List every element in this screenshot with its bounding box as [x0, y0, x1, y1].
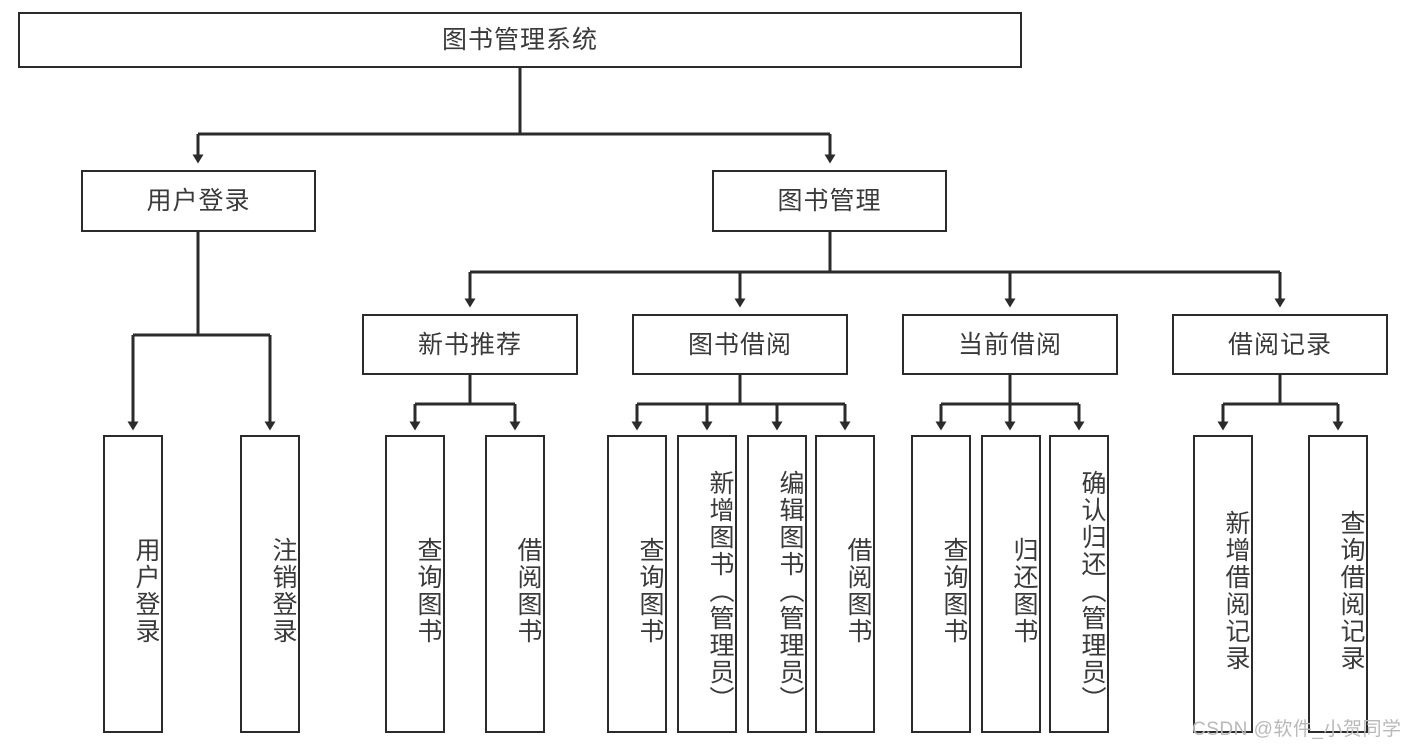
node-label: 用户登录 [146, 187, 251, 215]
node-label: 新书推荐 [417, 330, 522, 359]
node-label: 借阅图书 [514, 537, 542, 645]
node-label: 查询借阅记录 [1337, 510, 1365, 672]
node-label: 借阅图书 [844, 537, 872, 645]
node-label: 新增借阅记录 [1222, 510, 1250, 672]
node-label: 注销登录 [269, 537, 297, 645]
csdn-watermark: CSDN @软件_小贺同学 [1192, 719, 1402, 740]
node-root-book-management-system[interactable]: 图书管理系统 [18, 12, 1022, 68]
node-label: 当前借阅 [957, 330, 1062, 359]
node-label: 新增图书（管理员） [706, 469, 734, 713]
node-label: 编辑图书（管理员） [776, 469, 804, 713]
node-label: 图书借阅 [687, 330, 792, 359]
node-label: 查询图书 [940, 537, 968, 645]
leaf-borrow-record-query[interactable]: 查询借阅记录 [1308, 435, 1368, 733]
leaf-user-login-signout[interactable]: 注销登录 [240, 435, 300, 733]
node-label: 查询图书 [636, 537, 664, 645]
node-label: 查询图书 [414, 537, 442, 645]
leaf-new-book-borrow[interactable]: 借阅图书 [485, 435, 545, 733]
node-user-login[interactable]: 用户登录 [81, 170, 316, 232]
leaf-book-borrow-query[interactable]: 查询图书 [607, 435, 667, 733]
node-borrow-record[interactable]: 借阅记录 [1172, 314, 1388, 375]
leaf-current-borrow-query[interactable]: 查询图书 [911, 435, 971, 733]
node-book-borrow[interactable]: 图书借阅 [632, 314, 848, 375]
leaf-user-login-signin[interactable]: 用户登录 [103, 435, 163, 733]
leaf-new-book-query[interactable]: 查询图书 [385, 435, 445, 733]
node-label: 图书管理系统 [441, 26, 598, 54]
node-new-book-recommend[interactable]: 新书推荐 [362, 314, 578, 375]
node-label: 确认归还（管理员） [1078, 469, 1106, 713]
node-label: 借阅记录 [1227, 330, 1332, 359]
leaf-current-borrow-return[interactable]: 归还图书 [981, 435, 1041, 733]
leaf-book-borrow-edit-admin[interactable]: 编辑图书（管理员） [747, 435, 807, 733]
leaf-book-borrow-add-admin[interactable]: 新增图书（管理员） [677, 435, 737, 733]
node-label: 归还图书 [1010, 537, 1038, 645]
leaf-book-borrow-borrow[interactable]: 借阅图书 [815, 435, 875, 733]
node-label: 用户登录 [132, 537, 160, 645]
leaf-current-borrow-confirm-admin[interactable]: 确认归还（管理员） [1049, 435, 1109, 733]
node-current-borrow[interactable]: 当前借阅 [902, 314, 1118, 375]
leaf-borrow-record-add[interactable]: 新增借阅记录 [1193, 435, 1253, 733]
node-label: 图书管理 [777, 187, 882, 215]
node-book-management[interactable]: 图书管理 [712, 170, 947, 232]
